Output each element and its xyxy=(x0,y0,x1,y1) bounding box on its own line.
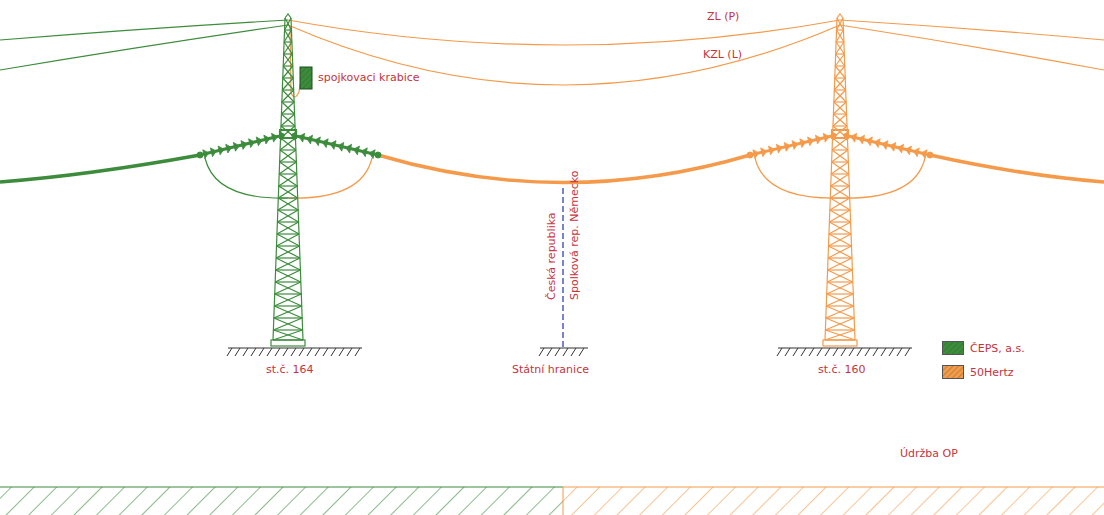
drawing-label: ZL (P) xyxy=(707,10,739,23)
drawing-label: Státní hranice xyxy=(512,363,589,376)
maintenance-bands xyxy=(0,487,1104,515)
legend-entry: ČEPS, a.s. xyxy=(942,341,1025,355)
drawing-label: st.č. 164 xyxy=(266,363,314,376)
ground-wires xyxy=(0,20,1104,85)
ground-symbols xyxy=(227,348,912,356)
drawing-label: spojkovaci krabice xyxy=(318,71,420,84)
jumper-loops xyxy=(205,158,925,198)
legend-swatch xyxy=(942,341,964,355)
legend-swatch xyxy=(942,365,964,379)
country-label: Česká republika xyxy=(545,212,558,300)
lattice-towers xyxy=(271,14,857,346)
phase-conductors xyxy=(0,155,1104,183)
legend-swatch-fill xyxy=(943,342,964,355)
drawing-label: st.č. 160 xyxy=(818,363,866,376)
drawing-label: KZL (L) xyxy=(703,48,742,61)
legend-text: 50Hertz xyxy=(970,366,1014,379)
drawing-label: Údržba OP xyxy=(900,447,958,460)
legend-swatch-fill xyxy=(943,366,964,379)
legend-text: ČEPS, a.s. xyxy=(970,342,1025,355)
insulator-strings xyxy=(197,132,933,159)
country-label: Spolková rep. Německo xyxy=(568,171,581,300)
border-line xyxy=(562,188,563,348)
legend-entry: 50Hertz xyxy=(942,365,1014,379)
